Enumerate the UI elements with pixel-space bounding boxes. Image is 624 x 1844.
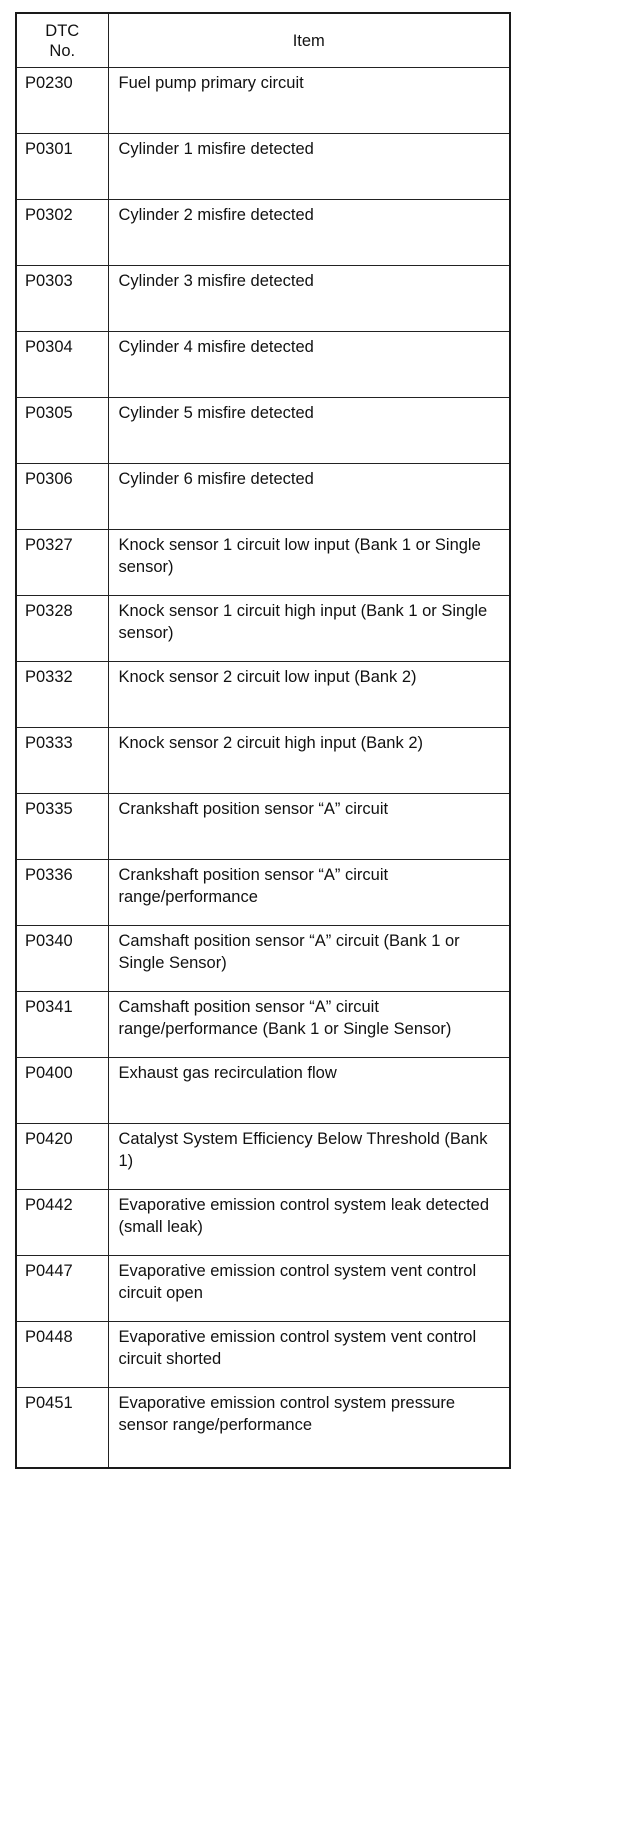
dtc-code-cell: P0420 xyxy=(15,1123,109,1190)
table-row: P0336 Crankshaft position sensor “A” cir… xyxy=(15,859,511,926)
dtc-table: DTC No. Item P0230 Fuel pump primary cir… xyxy=(15,12,511,1469)
item-description-cell: Cylinder 4 misfire detected xyxy=(107,331,511,398)
item-description-cell: Cylinder 2 misfire detected xyxy=(107,199,511,266)
dtc-code-cell: P0451 xyxy=(15,1387,109,1468)
item-description-cell: Cylinder 5 misfire detected xyxy=(107,397,511,464)
dtc-code-cell: P0302 xyxy=(15,199,109,266)
table-row: P0304 Cylinder 4 misfire detected xyxy=(15,331,511,398)
item-description-cell: Cylinder 6 misfire detected xyxy=(107,463,511,530)
table-row: P0305 Cylinder 5 misfire detected xyxy=(15,397,511,464)
dtc-code-cell: P0332 xyxy=(15,661,109,728)
dtc-number-header: DTC No. xyxy=(15,12,109,68)
dtc-code-cell: P0333 xyxy=(15,727,109,794)
table-row: P0400 Exhaust gas recirculation flow xyxy=(15,1057,511,1124)
dtc-header-line2: No. xyxy=(49,41,76,60)
item-description-cell: Camshaft position sensor “A” circuit ran… xyxy=(107,991,511,1058)
dtc-code-cell: P0305 xyxy=(15,397,109,464)
item-description-cell: Evaporative emission control system leak… xyxy=(107,1189,511,1256)
dtc-code-cell: P0448 xyxy=(15,1321,109,1388)
item-description-cell: Knock sensor 1 circuit low input (Bank 1… xyxy=(107,529,511,596)
dtc-code-cell: P0328 xyxy=(15,595,109,662)
dtc-header-line1: DTC xyxy=(45,21,80,40)
item-description-cell: Cylinder 3 misfire detected xyxy=(107,265,511,332)
item-description-cell: Camshaft position sensor “A” circuit (Ba… xyxy=(107,925,511,992)
table-row: P0302 Cylinder 2 misfire detected xyxy=(15,199,511,266)
item-description-cell: Catalyst System Efficiency Below Thresho… xyxy=(107,1123,511,1190)
table-row: P0303 Cylinder 3 misfire detected xyxy=(15,265,511,332)
item-description-cell: Evaporative emission control system vent… xyxy=(107,1255,511,1322)
item-description-cell: Fuel pump primary circuit xyxy=(107,67,511,134)
dtc-code-cell: P0301 xyxy=(15,133,109,200)
table-header-row: DTC No. Item xyxy=(15,12,511,68)
table-row: P0442 Evaporative emission control syste… xyxy=(15,1189,511,1256)
dtc-code-cell: P0336 xyxy=(15,859,109,926)
dtc-code-cell: P0442 xyxy=(15,1189,109,1256)
table-row: P0306 Cylinder 6 misfire detected xyxy=(15,463,511,530)
dtc-code-cell: P0303 xyxy=(15,265,109,332)
dtc-code-cell: P0341 xyxy=(15,991,109,1058)
item-description-cell: Exhaust gas recirculation flow xyxy=(107,1057,511,1124)
item-description-cell: Knock sensor 1 circuit high input (Bank … xyxy=(107,595,511,662)
item-description-cell: Knock sensor 2 circuit high input (Bank … xyxy=(107,727,511,794)
dtc-code-cell: P0304 xyxy=(15,331,109,398)
table-row: P0333 Knock sensor 2 circuit high input … xyxy=(15,727,511,794)
table-row: P0328 Knock sensor 1 circuit high input … xyxy=(15,595,511,662)
table-row: P0341 Camshaft position sensor “A” circu… xyxy=(15,991,511,1058)
dtc-code-cell: P0230 xyxy=(15,67,109,134)
table-row: P0335 Crankshaft position sensor “A” cir… xyxy=(15,793,511,860)
item-header: Item xyxy=(107,12,511,68)
item-description-cell: Crankshaft position sensor “A” circuit xyxy=(107,793,511,860)
item-description-cell: Knock sensor 2 circuit low input (Bank 2… xyxy=(107,661,511,728)
dtc-code-cell: P0327 xyxy=(15,529,109,596)
dtc-code-cell: P0400 xyxy=(15,1057,109,1124)
table-row: P0448 Evaporative emission control syste… xyxy=(15,1321,511,1388)
dtc-code-cell: P0340 xyxy=(15,925,109,992)
table-row: P0327 Knock sensor 1 circuit low input (… xyxy=(15,529,511,596)
table-row: P0230 Fuel pump primary circuit xyxy=(15,67,511,134)
item-description-cell: Crankshaft position sensor “A” circuit r… xyxy=(107,859,511,926)
table-row: P0301 Cylinder 1 misfire detected xyxy=(15,133,511,200)
dtc-code-cell: P0306 xyxy=(15,463,109,530)
dtc-code-cell: P0335 xyxy=(15,793,109,860)
item-description-cell: Evaporative emission control system pres… xyxy=(107,1387,511,1468)
dtc-code-cell: P0447 xyxy=(15,1255,109,1322)
table-row: P0332 Knock sensor 2 circuit low input (… xyxy=(15,661,511,728)
table-row: P0447 Evaporative emission control syste… xyxy=(15,1255,511,1322)
table-body: P0230 Fuel pump primary circuit P0301 Cy… xyxy=(15,67,511,1468)
item-description-cell: Cylinder 1 misfire detected xyxy=(107,133,511,200)
item-description-cell: Evaporative emission control system vent… xyxy=(107,1321,511,1388)
table-row: P0420 Catalyst System Efficiency Below T… xyxy=(15,1123,511,1190)
table-row: P0451 Evaporative emission control syste… xyxy=(15,1387,511,1468)
table-row: P0340 Camshaft position sensor “A” circu… xyxy=(15,925,511,992)
